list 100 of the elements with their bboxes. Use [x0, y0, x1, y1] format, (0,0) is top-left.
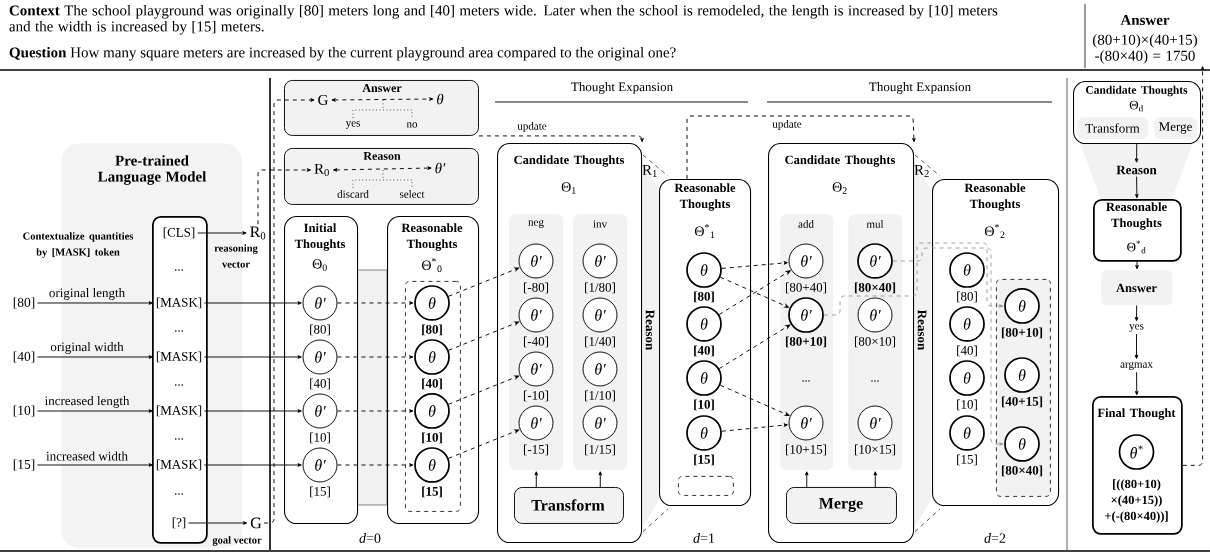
branch-label: discard	[337, 190, 369, 198]
arrow	[37, 301, 153, 305]
option-box: Merge	[1154, 117, 1198, 140]
value-label: [-10]	[524, 390, 549, 402]
section-heading: Thought Expansion	[869, 82, 971, 94]
token-text: [MASK]	[156, 405, 202, 417]
token-column	[152, 216, 208, 544]
token-text: [MASK]	[156, 351, 202, 363]
step-text: argmax	[1120, 362, 1153, 370]
arrow	[333, 166, 432, 172]
token-text: [?]	[172, 517, 186, 529]
value-label: [15]	[422, 486, 442, 498]
value-label: [40]	[694, 345, 714, 357]
token-text: [MASK]	[156, 459, 202, 471]
answer-text: (80+10)×(40+15) -(80×40) = 1750	[1093, 34, 1197, 64]
arrow	[719, 276, 789, 308]
arrow	[1135, 176, 1139, 199]
arrow	[1135, 261, 1139, 270]
arrow	[718, 324, 791, 370]
symbol-text: G	[318, 94, 328, 106]
arrow	[37, 409, 153, 413]
value-label: [40+15]	[1001, 396, 1043, 408]
value-label: [40]	[310, 378, 330, 390]
arrow	[337, 301, 414, 305]
quantity-text: [10]	[13, 405, 35, 417]
quantity-text: [15]	[13, 459, 35, 471]
arrow	[721, 261, 788, 269]
symbol-text: θ′	[435, 162, 446, 174]
vector-symbol: R$_{0}$	[250, 226, 266, 240]
value-label: [80]	[694, 291, 714, 303]
arrow	[448, 375, 520, 405]
depth-label: d=0	[359, 533, 381, 543]
value-label: [80×10]	[854, 336, 896, 348]
token-text: ...	[175, 438, 183, 440]
arrow	[1134, 371, 1139, 396]
arrow	[448, 429, 520, 459]
arrow	[203, 463, 302, 467]
ellipsis-text: ...	[871, 380, 879, 382]
arrow	[337, 409, 414, 413]
quantity-text: [80]	[13, 297, 35, 309]
value-label: [10×15]	[854, 444, 896, 456]
arrow	[1182, 66, 1205, 466]
value-label: [80×40]	[854, 282, 896, 294]
token-text: ...	[175, 330, 183, 332]
value-label: [80+10]	[785, 336, 827, 348]
symbol-text: R$_{1}$	[642, 165, 657, 177]
edge-label: update	[772, 120, 802, 130]
value-label: [10]	[310, 432, 330, 444]
depth-label: d=2	[984, 533, 1006, 543]
arrow	[331, 97, 434, 102]
vector-caption: reasoning vector	[214, 244, 258, 268]
arrow	[823, 242, 1004, 316]
arrow	[257, 168, 311, 225]
value-label: [15]	[310, 486, 330, 498]
value-label: [1/15]	[585, 444, 615, 456]
edge-label: original width	[50, 342, 124, 354]
band-label: Reason	[645, 310, 655, 351]
section-heading: Thought Expansion	[571, 82, 673, 94]
edge-label: increased length	[44, 396, 130, 408]
arrow	[892, 247, 1004, 446]
arrow	[263, 98, 315, 524]
answer-box: Answer	[1101, 270, 1173, 306]
quantity-text: [40]	[13, 351, 35, 363]
ellipsis-text: ...	[802, 380, 810, 382]
value-label: [10]	[422, 432, 442, 444]
symbol-text: R$_{2}$	[914, 165, 929, 177]
vector-symbol: G	[250, 517, 262, 529]
operation-box: Transform	[514, 487, 624, 524]
arrow	[337, 463, 414, 467]
branch-label: no	[406, 122, 418, 128]
arrow	[719, 384, 790, 416]
arrow	[1134, 143, 1139, 163]
context-text: Context The school playground was originally [80] meters long and [40] meters wide. Later when the school is remodeled, the length is increased by [10] meters and the width is increased by [15] meters.	[9, 4, 998, 35]
arrow	[203, 409, 302, 413]
question-text: Question How many square meters are increased by the current playground area compared to the original one?	[9, 46, 676, 61]
value-label: [1/80]	[585, 282, 615, 294]
band-label: Reason	[917, 310, 927, 351]
value-label: [80]	[422, 324, 442, 336]
arrow	[1134, 333, 1139, 359]
value-label: [80+10]	[1001, 327, 1043, 339]
arrow	[37, 463, 153, 467]
branch-label: select	[399, 190, 425, 198]
token-text: ...	[175, 493, 183, 495]
edge-label: update	[517, 122, 547, 132]
step-text: Reason	[1116, 165, 1157, 175]
arrow	[448, 321, 520, 351]
value-label: [80+40]	[785, 282, 827, 294]
vector-caption: goal vector	[212, 536, 262, 546]
arrow	[448, 267, 520, 297]
arrow	[721, 423, 788, 432]
arrow	[804, 471, 809, 488]
edge-label: original length	[49, 288, 125, 300]
arrow	[37, 355, 153, 359]
depth-label: d=1	[693, 533, 715, 543]
token-text: ...	[175, 384, 183, 386]
arrow	[873, 471, 878, 488]
arrow	[718, 270, 791, 316]
value-label: [10]	[957, 399, 977, 411]
arrow	[188, 521, 248, 525]
arrow	[337, 355, 414, 359]
